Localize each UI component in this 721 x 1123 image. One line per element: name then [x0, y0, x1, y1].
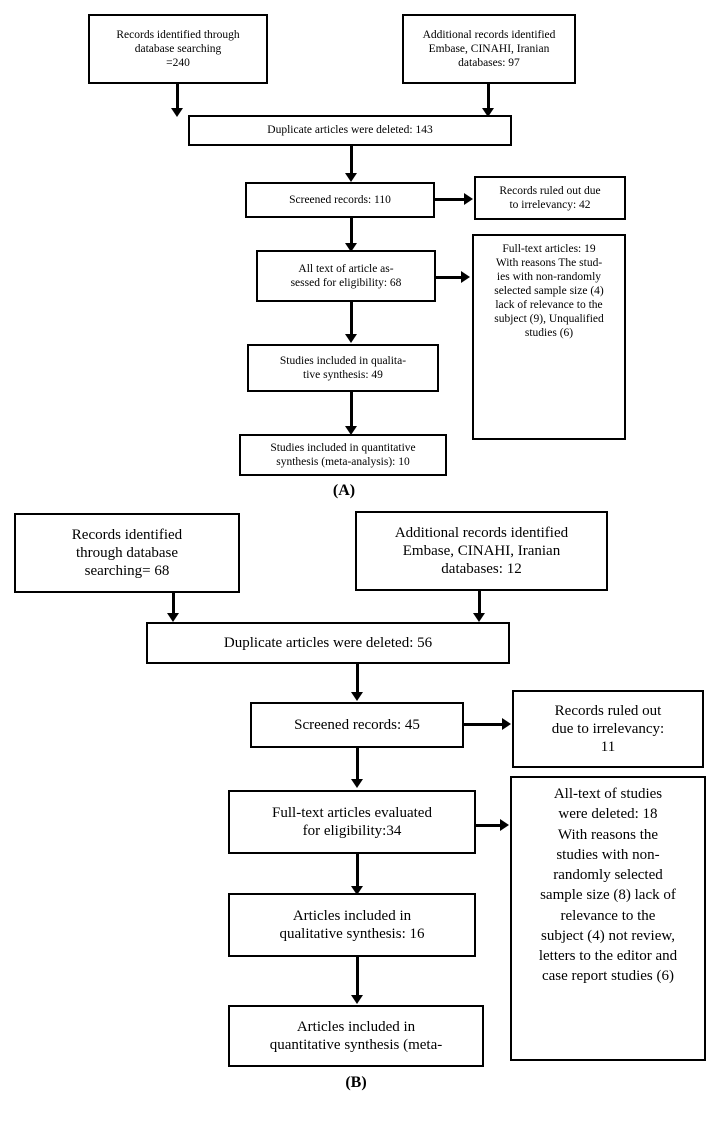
a-node-quantitative: Studies included in quantitative synthes… [239, 434, 447, 476]
a-node-duplicates-removed: Duplicate articles were deleted: 143 [188, 115, 512, 146]
b-arrowhead-duplicates-to-screened [351, 692, 363, 701]
a-node-eligibility: All text of article as- sessed for eligi… [256, 250, 436, 302]
b-arrowhead-qualitative-to-quantitative [351, 995, 363, 1004]
b-node-duplicates-removed: Duplicate articles were deleted: 56 [146, 622, 510, 664]
a-connector-duplicates-to-screened [350, 146, 353, 176]
a-arrowhead-eligibility-to-excluded [461, 271, 470, 283]
b-connector-duplicates-to-screened [356, 664, 359, 696]
a-arrowhead-screened-to-excluded [464, 193, 473, 205]
a-arrowhead-qualitative-to-quantitative [345, 426, 357, 435]
a-arrowhead-screened-to-eligibility [345, 243, 357, 252]
b-arrowhead-screened-to-eligibility [351, 779, 363, 788]
a-connector-screened-to-excluded [435, 198, 466, 201]
b-node-excluded-eligibility: All-text of studies were deleted: 18 Wit… [510, 776, 706, 1061]
a-connector-right-to-duplicates [487, 84, 490, 111]
b-arrowhead-left-to-duplicates [167, 613, 179, 622]
b-connector-qualitative-to-quantitative [356, 957, 359, 999]
b-connector-eligibility-to-excluded [476, 824, 503, 827]
a-arrowhead-eligibility-to-qualitative [345, 334, 357, 343]
a-arrowhead-right-to-duplicates [482, 108, 494, 117]
a-node-identified-additional: Additional records identified Embase, CI… [402, 14, 576, 84]
a-connector-screened-to-eligibility [350, 218, 353, 246]
panel-b-label: (B) [345, 1074, 367, 1091]
b-node-identified-database: Records identified through database sear… [14, 513, 240, 593]
a-node-screened: Screened records: 110 [245, 182, 435, 218]
a-node-qualitative: Studies included in qualita- tive synthe… [247, 344, 439, 392]
b-arrowhead-screened-to-excluded [502, 718, 511, 730]
b-connector-screened-to-excluded [464, 723, 504, 726]
b-node-quantitative: Articles included in quantitative synthe… [228, 1005, 484, 1067]
a-arrowhead-duplicates-to-screened [345, 173, 357, 182]
panel-a-label: (A) [332, 482, 356, 499]
b-arrowhead-right-to-duplicates [473, 613, 485, 622]
b-connector-left-to-duplicates [172, 593, 175, 616]
a-connector-qualitative-to-quantitative [350, 392, 353, 429]
b-node-excluded-screening: Records ruled out due to irrelevancy: 11 [512, 690, 704, 768]
b-node-eligibility: Full-text articles evaluated for eligibi… [228, 790, 476, 854]
b-arrowhead-eligibility-to-qualitative [351, 886, 363, 895]
b-arrowhead-eligibility-to-excluded [500, 819, 509, 831]
a-node-excluded-screening: Records ruled out due to irrelevancy: 42 [474, 176, 626, 220]
b-node-qualitative: Articles included in qualitative synthes… [228, 893, 476, 957]
a-node-identified-database: Records identified through database sear… [88, 14, 268, 84]
a-connector-eligibility-to-excluded [436, 276, 463, 279]
b-connector-eligibility-to-qualitative [356, 854, 359, 890]
a-connector-eligibility-to-qualitative [350, 302, 353, 337]
b-node-identified-additional: Additional records identified Embase, CI… [355, 511, 608, 591]
b-node-screened: Screened records: 45 [250, 702, 464, 748]
a-connector-left-to-duplicates [176, 84, 179, 111]
b-connector-right-to-duplicates [478, 591, 481, 616]
a-node-excluded-eligibility: Full-text articles: 19 With reasons The … [472, 234, 626, 440]
b-connector-screened-to-eligibility [356, 748, 359, 782]
a-arrowhead-left-to-duplicates [171, 108, 183, 117]
